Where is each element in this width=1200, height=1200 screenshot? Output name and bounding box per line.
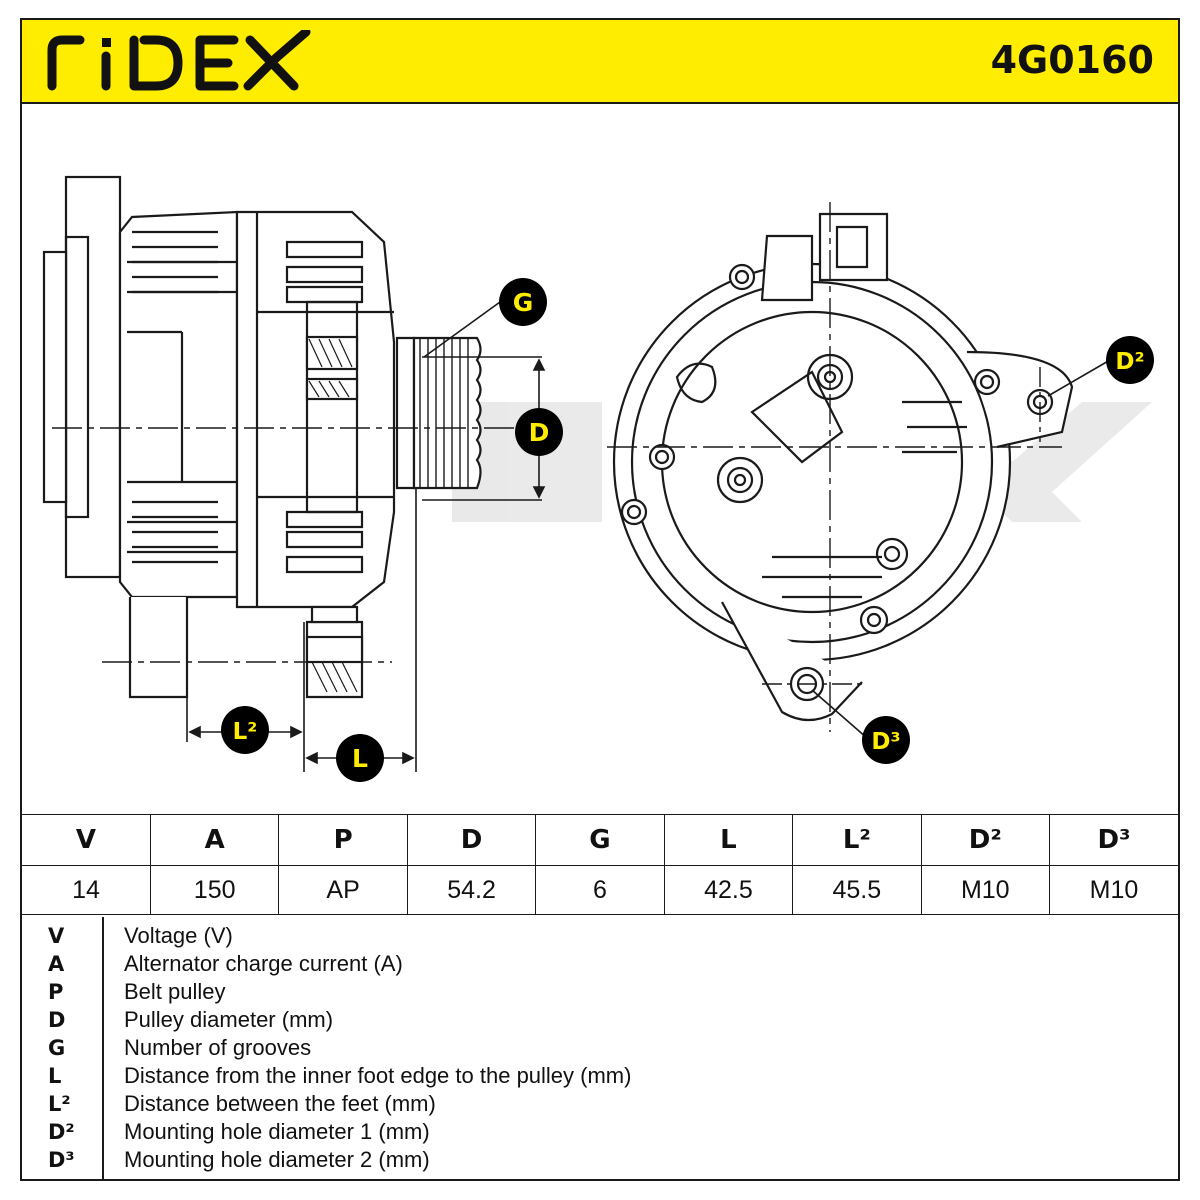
header-cell-p: P bbox=[278, 814, 408, 866]
callout-d3-label: D³ bbox=[871, 729, 900, 755]
callout-l2: L² bbox=[221, 706, 269, 754]
callout-l-label: L bbox=[352, 744, 368, 773]
legend-item: P Belt pulley bbox=[22, 978, 1178, 1006]
legend-key: D² bbox=[48, 1120, 75, 1144]
legend-key: D³ bbox=[48, 1148, 75, 1172]
legend-item: L² Distance between the feet (mm) bbox=[22, 1090, 1178, 1118]
legend-key: L bbox=[48, 1064, 62, 1088]
spec-sheet: 4G0160 bbox=[20, 18, 1180, 1181]
legend-divider bbox=[102, 917, 104, 1179]
legend: V Voltage (V) A Alternator charge curren… bbox=[22, 917, 1178, 1179]
callout-d-label: D bbox=[529, 418, 550, 447]
header-cell-v: V bbox=[22, 814, 151, 866]
spec-header-row: V A P D G L L² D² D³ bbox=[22, 814, 1178, 866]
callout-l2-label: L² bbox=[233, 719, 258, 745]
legend-desc: Belt pulley bbox=[124, 979, 226, 1004]
header-cell-d2: D² bbox=[920, 814, 1051, 866]
callout-g: G bbox=[499, 278, 547, 326]
legend-desc: Voltage (V) bbox=[124, 923, 233, 948]
legend-desc: Alternator charge current (A) bbox=[124, 951, 403, 976]
callout-g-label: G bbox=[513, 288, 534, 317]
legend-desc: Mounting hole diameter 2 (mm) bbox=[124, 1147, 430, 1172]
legend-item: G Number of grooves bbox=[22, 1034, 1178, 1062]
header-cell-g: G bbox=[535, 814, 665, 866]
header-cell-a: A bbox=[149, 814, 280, 866]
legend-key: G bbox=[48, 1036, 66, 1060]
value-cell-d: 54.2 bbox=[406, 865, 537, 915]
callout-d: D bbox=[515, 408, 563, 456]
header-cell-l2: L² bbox=[792, 814, 922, 866]
legend-key: D bbox=[48, 1008, 66, 1032]
part-number: 4G0160 bbox=[990, 38, 1154, 82]
legend-item: L Distance from the inner foot edge to t… bbox=[22, 1062, 1178, 1090]
alternator-drawing: G D D² D³ L² L bbox=[42, 175, 1154, 782]
header-cell-d3: D³ bbox=[1049, 814, 1178, 866]
header-cell-d: D bbox=[406, 814, 537, 866]
legend-desc: Distance between the feet (mm) bbox=[124, 1091, 436, 1116]
legend-desc: Number of grooves bbox=[124, 1035, 312, 1060]
callout-l: L bbox=[336, 734, 384, 782]
value-cell-a: 150 bbox=[149, 865, 280, 915]
legend-desc: Mounting hole diameter 1 (mm) bbox=[124, 1119, 430, 1144]
callout-d3: D³ bbox=[862, 716, 910, 764]
header-cell-l: L bbox=[663, 814, 794, 866]
header-bar: 4G0160 bbox=[22, 20, 1178, 104]
value-cell-l2: 45.5 bbox=[792, 865, 922, 915]
side-view bbox=[42, 175, 542, 699]
legend-desc: Distance from the inner foot edge to the… bbox=[124, 1063, 632, 1088]
brand-logo bbox=[44, 27, 314, 96]
legend-item: D² Mounting hole diameter 1 (mm) bbox=[22, 1118, 1178, 1146]
legend-item: D Pulley diameter (mm) bbox=[22, 1006, 1178, 1034]
ridex-logo bbox=[47, 27, 311, 91]
legend-key: L² bbox=[48, 1092, 71, 1116]
legend-desc: Pulley diameter (mm) bbox=[124, 1007, 334, 1032]
callout-d2: D² bbox=[1106, 336, 1154, 384]
legend-key: V bbox=[48, 924, 65, 948]
legend-item: A Alternator charge current (A) bbox=[22, 950, 1178, 978]
spec-value-row: 14 150 AP 54.2 6 42.5 45.5 M10 M10 bbox=[22, 865, 1178, 915]
front-view bbox=[607, 202, 1074, 732]
legend-item: V Voltage (V) bbox=[22, 922, 1178, 950]
value-cell-v: 14 bbox=[22, 865, 151, 915]
leader-lines bbox=[811, 359, 1111, 739]
legend-key: P bbox=[48, 980, 64, 1004]
dimension-lines bbox=[186, 301, 546, 772]
value-cell-d2: M10 bbox=[920, 865, 1051, 915]
technical-drawing: G D D² D³ L² L bbox=[22, 102, 1178, 814]
legend-item: D³ Mounting hole diameter 2 (mm) bbox=[22, 1146, 1178, 1174]
value-cell-g: 6 bbox=[535, 865, 665, 915]
value-cell-d3: M10 bbox=[1049, 865, 1178, 915]
value-cell-p: AP bbox=[278, 865, 408, 915]
legend-key: A bbox=[48, 952, 65, 976]
pulley-grooves bbox=[412, 336, 482, 490]
spec-table: V A P D G L L² D² D³ 14 150 AP 54.2 6 42… bbox=[22, 814, 1178, 915]
value-cell-l: 42.5 bbox=[663, 865, 794, 915]
callout-d2-label: D² bbox=[1115, 349, 1144, 375]
